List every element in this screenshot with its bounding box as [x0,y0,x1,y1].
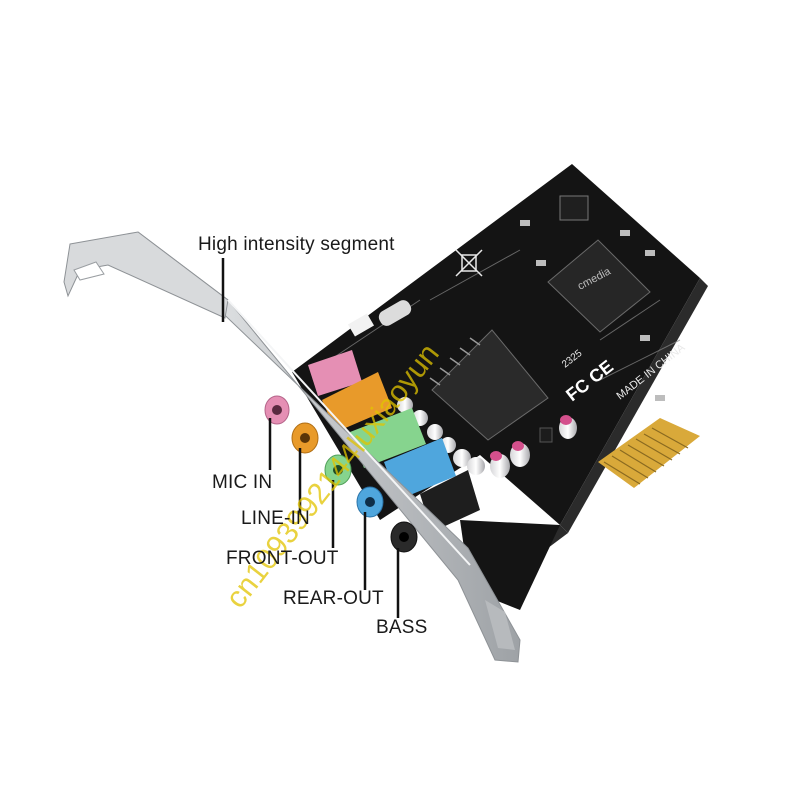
capacitors [397,397,577,478]
jack-rear-out [356,486,384,518]
callout-mic-in: MIC IN [212,472,273,493]
metal-bracket [63,231,521,663]
jack-line-in [291,422,319,454]
callout-rear-out: REAR-OUT [283,588,384,609]
audio-chip [429,329,549,441]
jack-front-out [324,454,352,486]
controller-chip: cmedia [547,239,651,333]
callout-high-intensity-segment: High intensity segment [198,234,395,255]
callout-line-in: LINE-IN [241,508,310,529]
gold-contacts [598,418,700,488]
callout-bass: BASS [376,617,428,638]
callout-lines [221,258,400,618]
small-components [347,195,665,401]
weee-bin-icon [455,249,483,277]
callout-front-out: FRONT-OUT [226,548,339,569]
jack-bass [390,521,418,553]
jack-mic [264,395,290,425]
